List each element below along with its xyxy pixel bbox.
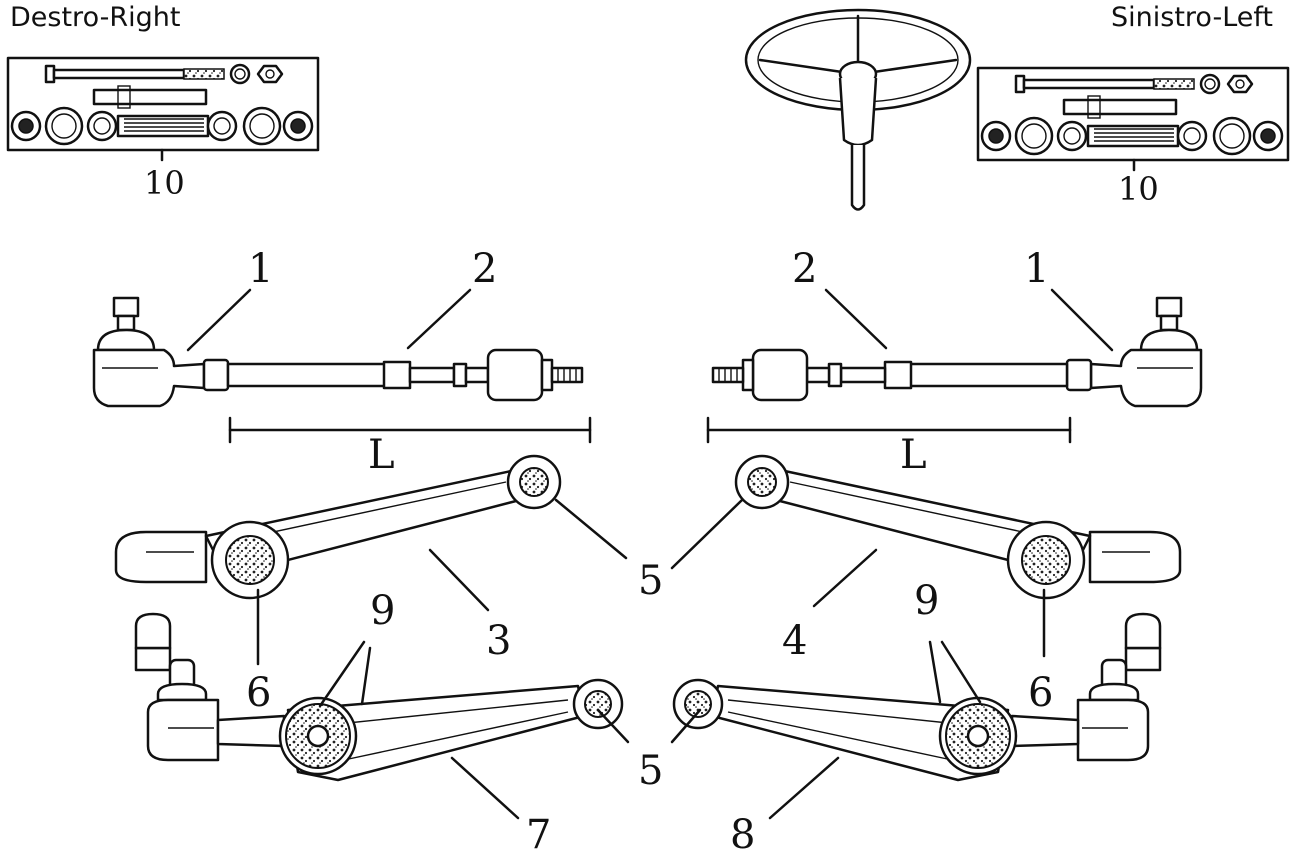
callout-2-left: 2: [792, 246, 817, 292]
lower-arm-right: [146, 658, 624, 782]
steering-wheel-icon: [744, 8, 972, 211]
hardware-kit-right: [6, 56, 320, 152]
callout-L-right: L: [368, 432, 395, 478]
callout-3: 3: [486, 618, 511, 664]
dimension-line-right: [228, 416, 592, 444]
callout-9-right: 9: [370, 588, 395, 634]
hardware-kit-left: [976, 66, 1290, 162]
title-sinistro-left: Sinistro-Left: [1111, 2, 1273, 33]
callout-1-right: 1: [248, 246, 273, 292]
callout-4: 4: [782, 618, 807, 664]
callout-2-right: 2: [472, 246, 497, 292]
tie-rod-assembly-left: [711, 296, 1203, 408]
callout-5-lower: 5: [638, 748, 663, 794]
callout-9-left: 9: [914, 578, 939, 624]
leader-lines: [186, 288, 1114, 820]
dimension-line-left: [706, 416, 1072, 444]
lower-arm-left: [672, 658, 1150, 782]
callout-10-left: 10: [1118, 170, 1159, 208]
callout-8: 8: [730, 812, 755, 857]
callout-10-right: 10: [144, 164, 185, 202]
callout-6-left: 6: [1028, 670, 1053, 716]
callout-7: 7: [526, 812, 551, 857]
title-destro-right: Destro-Right: [10, 2, 181, 33]
tie-rod-assembly-right: [92, 296, 584, 408]
callout-6-right: 6: [246, 670, 271, 716]
callout-1-left: 1: [1024, 246, 1049, 292]
callout-5-upper-right: 5: [638, 558, 663, 604]
callout-L-left: L: [900, 432, 927, 478]
